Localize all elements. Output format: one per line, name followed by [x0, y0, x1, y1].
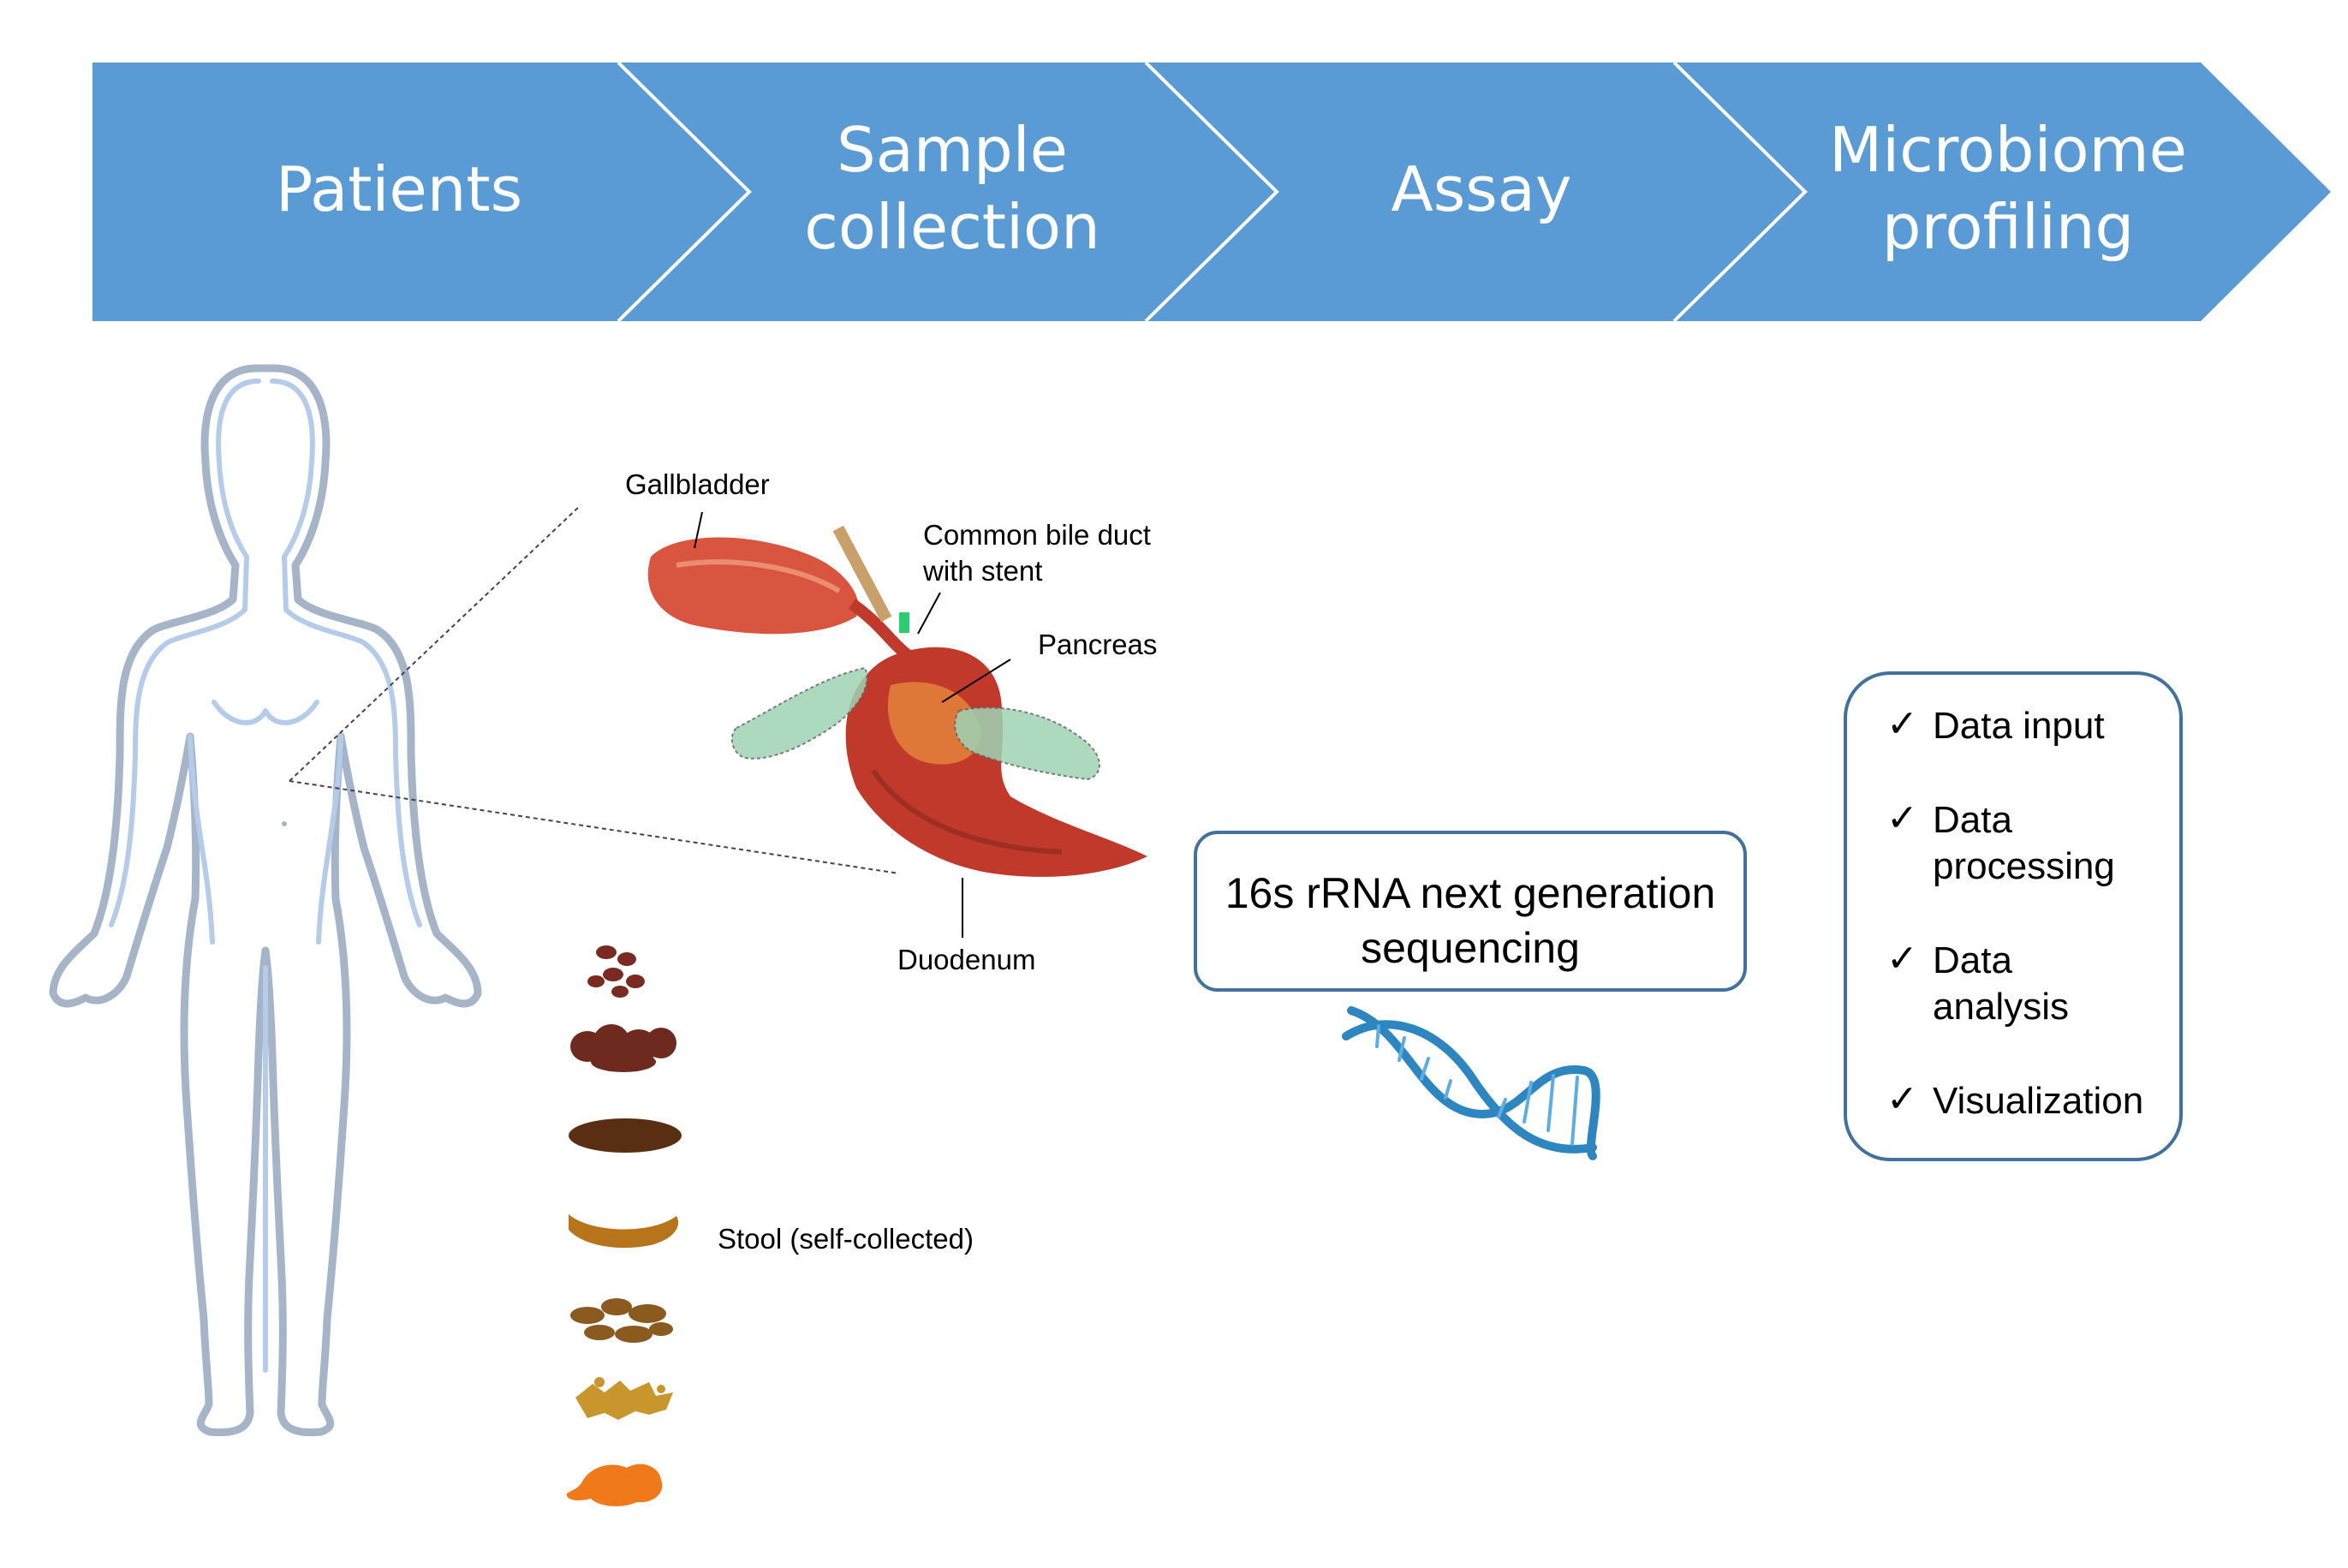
stool-type-2-icon: [570, 1024, 676, 1072]
chevron-microbiome-profiling: [1674, 63, 2331, 321]
item-data-input: Data input: [1933, 705, 2105, 747]
stool-type-4-icon: [569, 1214, 679, 1249]
label-gallbladder: Gallbladder: [625, 468, 770, 500]
organ-specimen-illustration: [647, 525, 1147, 877]
stool-type-7-icon: [566, 1464, 663, 1506]
label-pancreas: Pancreas: [1038, 629, 1157, 660]
check-mark-visualization: ✓: [1886, 1078, 1918, 1120]
check-mark-data-processing: ✓: [1886, 797, 1918, 839]
item-data-processing-line1: Data: [1933, 799, 2012, 841]
stool-type-5-icon: [570, 1298, 673, 1343]
stent-icon: [832, 525, 892, 623]
process-chevrons: Patients Sample collection Assay Microbi…: [92, 61, 2331, 323]
body-outline: [49, 364, 482, 1437]
chevron-sample-collection: [618, 63, 1277, 321]
stool-type-1-icon: [587, 945, 645, 998]
label-common-bile-duct-line2: with stent: [922, 555, 1042, 587]
label-duodenum: Duodenum: [897, 944, 1035, 975]
item-data-processing-line2: processing: [1933, 845, 2115, 887]
check-mark-data-analysis: ✓: [1886, 938, 1918, 980]
step-microbiome-profiling-line1: Microbiome: [1829, 114, 2187, 186]
human-body-figure: [49, 364, 482, 1437]
step-sample-collection-line2: collection: [804, 191, 1100, 263]
assay-box-line2: sequencing: [1361, 924, 1580, 972]
assay-box-line1: 16s rRNA next generation: [1225, 869, 1716, 917]
chevron-assay: [1146, 63, 1805, 321]
body-inner-contour: [109, 379, 422, 1373]
dna-helix-icon: [1342, 1006, 1600, 1160]
stool-type-6-icon: [575, 1377, 673, 1420]
glove-right-icon: [954, 706, 1100, 781]
glove-left-icon: [730, 666, 868, 760]
assay-box: 16s rRNA next generation sequencing: [1194, 831, 1747, 992]
item-data-analysis-line1: Data: [1933, 939, 2012, 981]
chevron-patients: [92, 63, 749, 321]
item-visualization: Visualization: [1933, 1080, 2143, 1122]
step-sample-collection-line1: Sample: [837, 114, 1068, 186]
profiling-checklist: ✓ Data input ✓ Data processing ✓ Data an…: [1844, 671, 2183, 1161]
zoom-guide-lines: [289, 504, 900, 874]
stool-type-column: [566, 945, 682, 1506]
stool-type-3-icon: [569, 1118, 682, 1153]
step-patients-label: Patients: [276, 153, 522, 225]
organ-labels: Gallbladder Common bile duct with stent …: [625, 468, 1157, 975]
label-common-bile-duct-line1: Common bile duct: [923, 519, 1151, 551]
step-microbiome-profiling-line2: profiling: [1882, 191, 2134, 263]
step-assay-label: Assay: [1391, 153, 1571, 225]
navel-mark: [282, 821, 287, 826]
item-data-analysis-line2: analysis: [1933, 986, 2069, 1028]
label-stool-self-collected: Stool (self-collected): [718, 1223, 974, 1255]
check-mark-data-input: ✓: [1886, 703, 1918, 745]
